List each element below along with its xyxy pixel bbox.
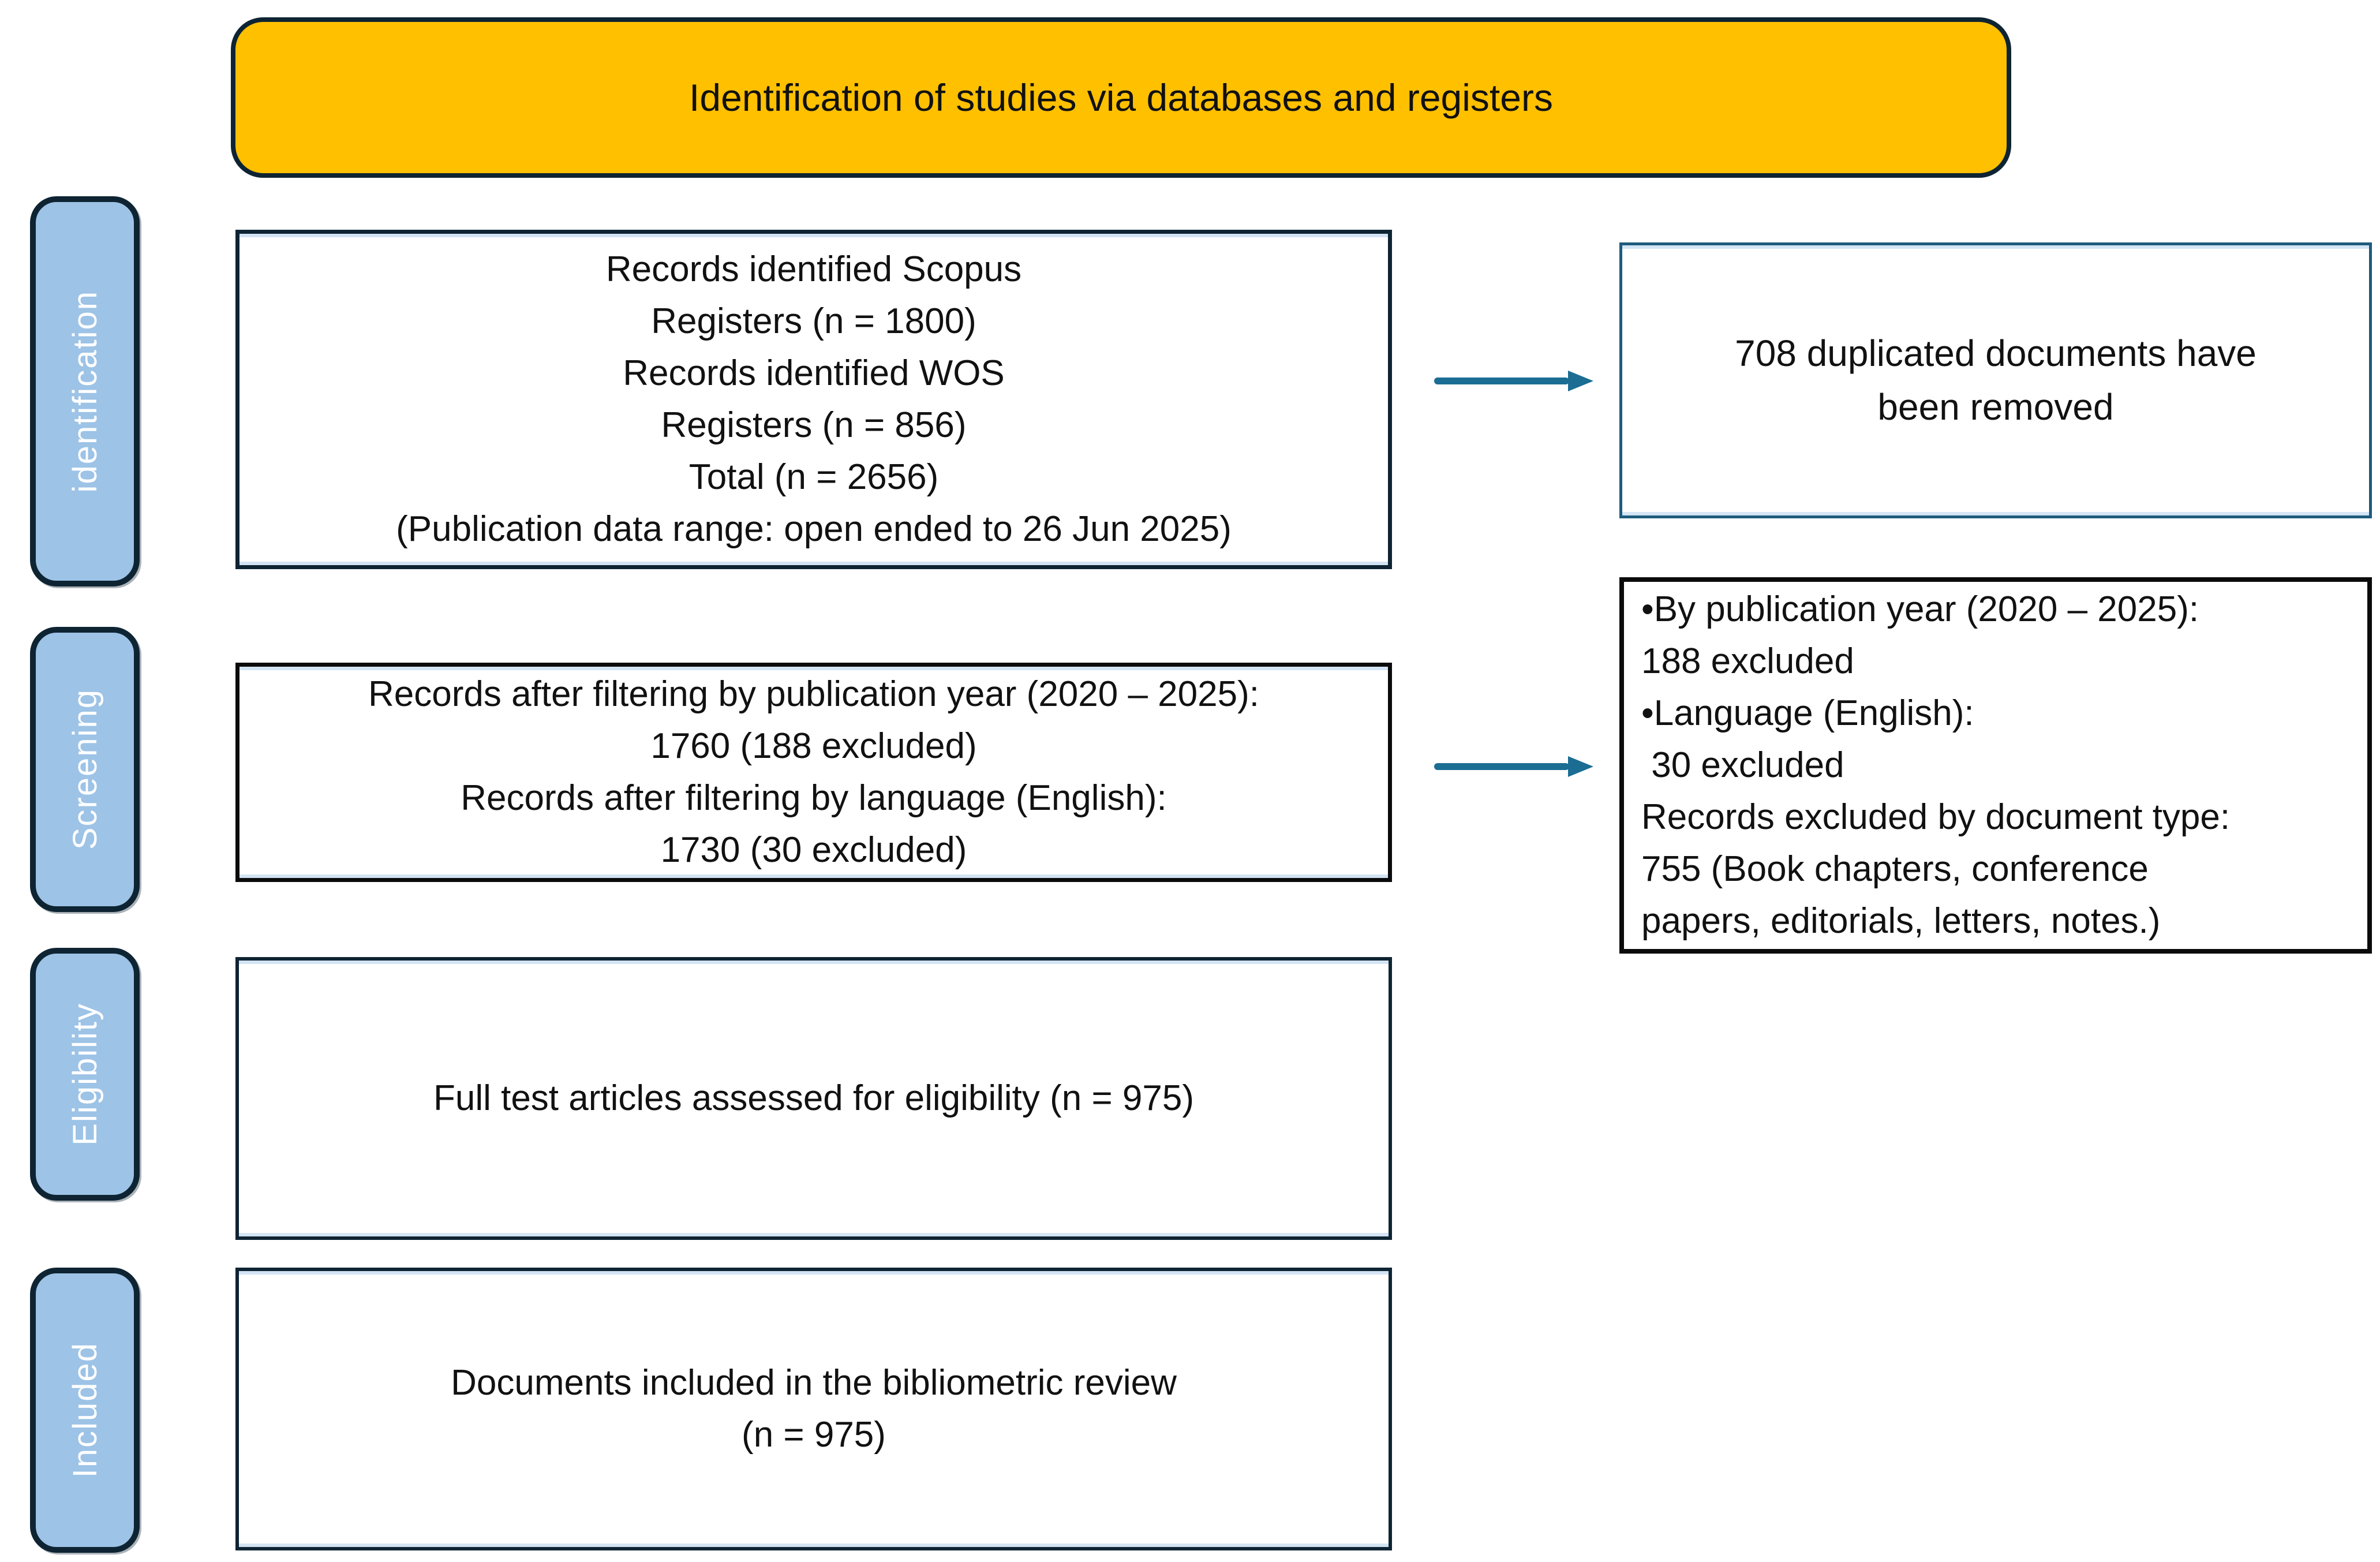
- box-line: (Publication data range: open ended to 2…: [396, 509, 1232, 549]
- stage-tab-eligibility: Eligibility: [30, 948, 140, 1201]
- box-line: Records identified Scopus: [605, 249, 1022, 290]
- box-line: Records excluded by document type:: [1641, 797, 2231, 837]
- box-line: •Language (English):: [1641, 693, 1974, 734]
- box-line: papers, editorials, letters, notes.): [1641, 900, 2161, 941]
- arrow-shaft: [1434, 378, 1569, 384]
- duplicates-removed-box: 708 duplicated documents have been remov…: [1619, 242, 2372, 518]
- box-line: Full test articles assessed for eligibil…: [433, 1078, 1195, 1119]
- box-line: Documents included in the bibliometric r…: [451, 1363, 1177, 1403]
- box-line: 188 excluded: [1641, 641, 1854, 682]
- arrow-head-icon: [1568, 756, 1593, 777]
- box-line: Records after filtering by publication y…: [368, 674, 1259, 715]
- stage-label-identification: identification: [66, 290, 104, 493]
- box-line: 30 excluded: [1641, 745, 1844, 786]
- header-banner: Identification of studies via databases …: [231, 17, 2011, 178]
- box-line: Registers (n = 1800): [651, 301, 976, 342]
- stage-tab-identification: identification: [30, 196, 140, 586]
- box-line: Registers (n = 856): [661, 405, 967, 445]
- box-line: Records after filtering by language (Eng…: [461, 778, 1167, 818]
- arrow-identification-to-duplicates: [1434, 371, 1593, 391]
- header-title: Identification of studies via databases …: [689, 76, 1553, 119]
- stage-label-included: Included: [66, 1342, 104, 1478]
- box-line: been removed: [1877, 386, 2114, 428]
- box-line: Total (n = 2656): [688, 457, 939, 497]
- included-documents-box: Documents included in the bibliometric r…: [235, 1268, 1392, 1550]
- screening-exclusions-box: •By publication year (2020 – 2025): 188 …: [1619, 577, 2372, 954]
- screening-records-box: Records after filtering by publication y…: [235, 663, 1392, 882]
- stage-label-eligibility: Eligibility: [66, 1003, 104, 1146]
- box-line: 708 duplicated documents have: [1735, 332, 2256, 375]
- stage-tab-included: Included: [30, 1268, 140, 1553]
- arrow-head-icon: [1568, 371, 1593, 391]
- identification-records-box: Records identified Scopus Registers (n =…: [235, 230, 1392, 569]
- arrow-screening-to-exclusions: [1434, 756, 1593, 777]
- box-line: 1760 (188 excluded): [650, 726, 977, 767]
- stage-label-screening: Screening: [66, 689, 104, 850]
- box-line: 755 (Book chapters, conference: [1641, 849, 2149, 889]
- box-line: (n = 975): [742, 1415, 886, 1455]
- arrow-shaft: [1434, 763, 1569, 770]
- box-line: Records identified WOS: [623, 353, 1005, 394]
- stage-tab-screening: Screening: [30, 627, 140, 912]
- eligibility-assessment-box: Full test articles assessed for eligibil…: [235, 957, 1392, 1240]
- box-line: 1730 (30 excluded): [660, 829, 967, 870]
- box-line: •By publication year (2020 – 2025):: [1641, 589, 2199, 630]
